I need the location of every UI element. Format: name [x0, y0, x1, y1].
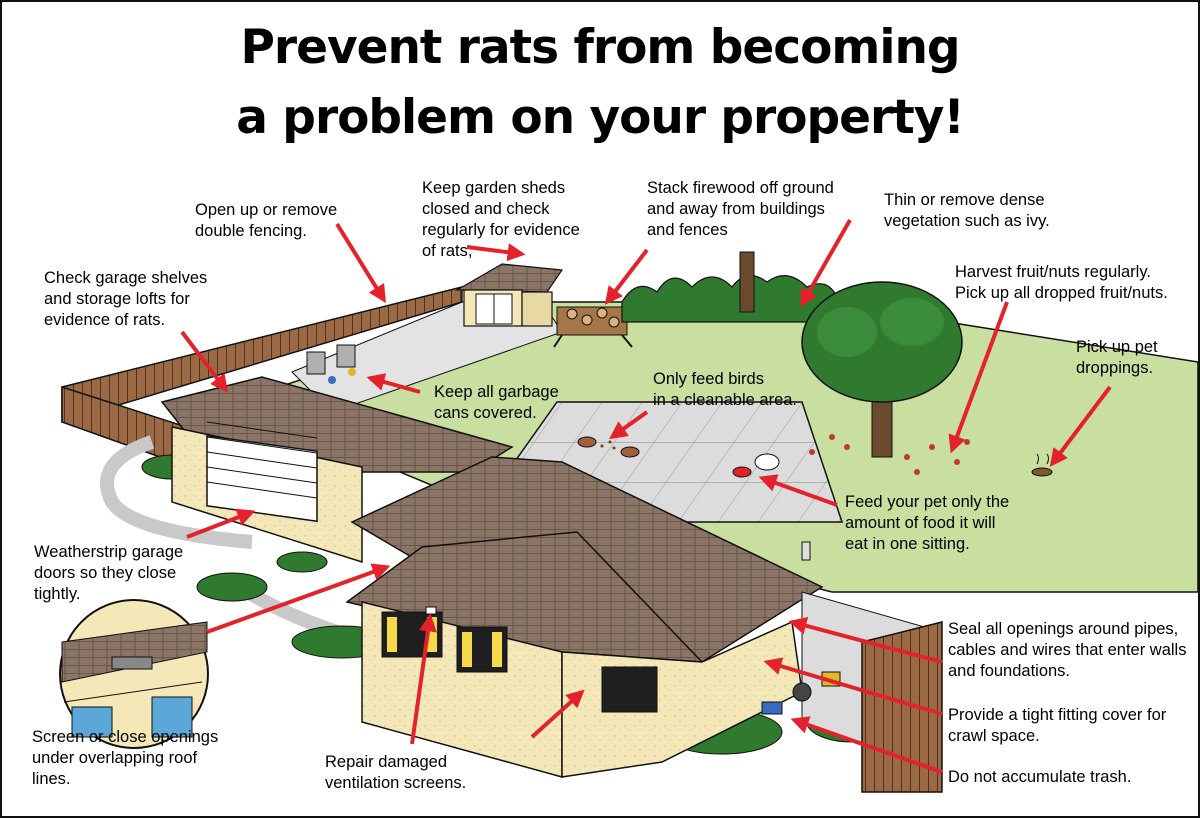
arrow-garbage — [366, 373, 421, 394]
garbage-cans — [306, 344, 356, 384]
poster-title-line-2: a problem on your property! — [236, 90, 965, 145]
tip-fruit-nuts: Harvest fruit/nuts regularly.Pick up all… — [955, 263, 1168, 302]
arrow-vegetation — [800, 219, 852, 308]
house — [160, 376, 824, 778]
pet-droppings — [1031, 453, 1053, 477]
tip-seal-openings: Seal all openings around pipes,cables an… — [948, 620, 1187, 680]
tip-trash: Do not accumulate trash. — [948, 768, 1132, 786]
arrow-feed-pet — [758, 474, 838, 507]
arrow-fruit-nuts — [948, 301, 1009, 454]
arrow-crawl-space — [763, 657, 943, 716]
arrow-weatherstrip — [186, 508, 256, 539]
arrow-firewood — [604, 248, 649, 305]
arrow-garden-sheds — [466, 243, 526, 262]
arrow-pet-droppings — [1049, 385, 1112, 467]
arrow-ventilation-2 — [530, 689, 585, 739]
poster-title-line-1: Prevent rats from becoming — [240, 20, 960, 75]
arrow-garage-shelves — [180, 330, 229, 393]
arrow-feed-birds — [609, 410, 649, 440]
arrow-seal-openings — [788, 617, 943, 664]
fruit-tree — [801, 281, 970, 475]
arrow-trash — [790, 716, 943, 774]
tree-trunk-back — [739, 251, 755, 313]
pet-and-bowl — [732, 453, 780, 478]
garden-shed — [454, 263, 564, 327]
arrow-ventilation-1 — [410, 613, 437, 745]
callout-arrows — [180, 219, 1112, 774]
roof-detail-inset — [59, 599, 209, 749]
arrow-roof-lines — [206, 563, 391, 634]
garage-door — [206, 434, 318, 523]
arrow-double-fencing — [335, 222, 386, 304]
birds-feeding — [577, 436, 640, 458]
